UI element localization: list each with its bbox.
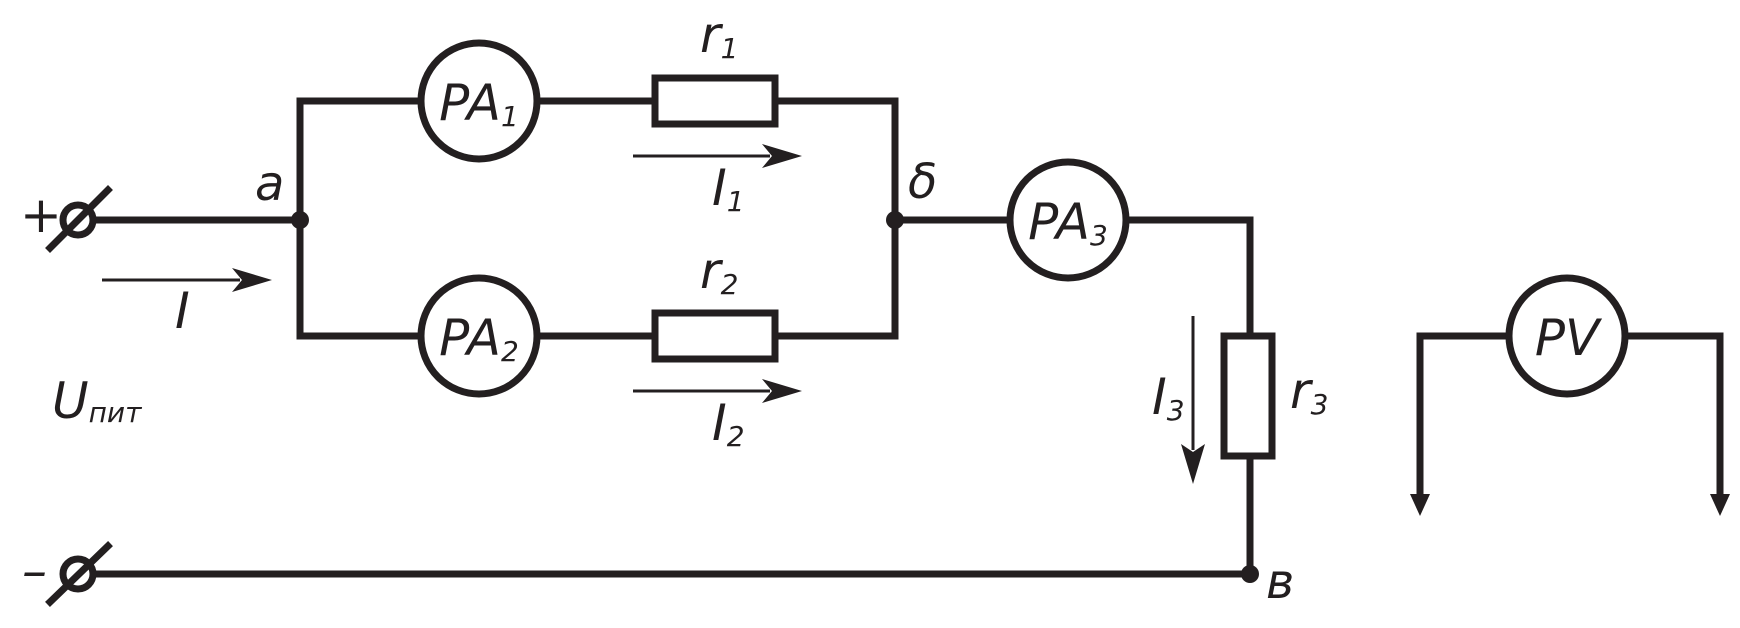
- node-a-dot: [291, 211, 309, 229]
- i2-label: I2: [712, 394, 745, 453]
- arrow-i1-head: [762, 144, 802, 168]
- terminal-minus-label: –: [22, 542, 47, 600]
- node-c-dot: [1241, 565, 1259, 583]
- pa3-label: PA3: [1028, 193, 1108, 252]
- r3-label: r3: [1290, 362, 1328, 421]
- arrow-i3-head: [1181, 444, 1205, 484]
- terminal-plus-slash: [45, 185, 113, 253]
- terminal-minus: [45, 541, 113, 607]
- r1-label: r1: [700, 6, 738, 65]
- pv-left-arrowhead: [1410, 494, 1430, 516]
- pa1-label: PA1: [439, 74, 519, 133]
- node-b-dot: [886, 211, 904, 229]
- node-c-label: в: [1266, 554, 1294, 610]
- terminal-minus-slash: [45, 541, 113, 607]
- supply-voltage-label: Uпит: [52, 372, 142, 430]
- voltmeter-pv: [1505, 274, 1629, 398]
- node-a-label: a: [255, 156, 284, 212]
- resistor-r2: [651, 309, 779, 363]
- resistor-r3: [1220, 332, 1276, 460]
- pv-right-arrowhead: [1710, 494, 1730, 516]
- terminal-plus: [45, 185, 113, 253]
- pa2-label: PA2: [439, 309, 519, 368]
- terminal-plus-label: +: [20, 186, 62, 244]
- arrow-i-head: [232, 268, 272, 292]
- node-b-label: δ: [908, 154, 937, 210]
- arrow-i2-head: [762, 379, 802, 403]
- resistor-r1: [651, 74, 779, 128]
- current-arrows: [102, 144, 1205, 484]
- i-label: I: [175, 282, 190, 340]
- ammeter-pa2: [417, 274, 541, 398]
- ammeter-pa1: [417, 39, 541, 163]
- r2-label: r2: [700, 242, 738, 301]
- i3-label: I3: [1152, 368, 1185, 427]
- pv-label: PV: [1535, 309, 1603, 367]
- wires: [74, 97, 1724, 578]
- ammeter-pa3: [1006, 158, 1130, 282]
- i1-label: I1: [712, 159, 745, 218]
